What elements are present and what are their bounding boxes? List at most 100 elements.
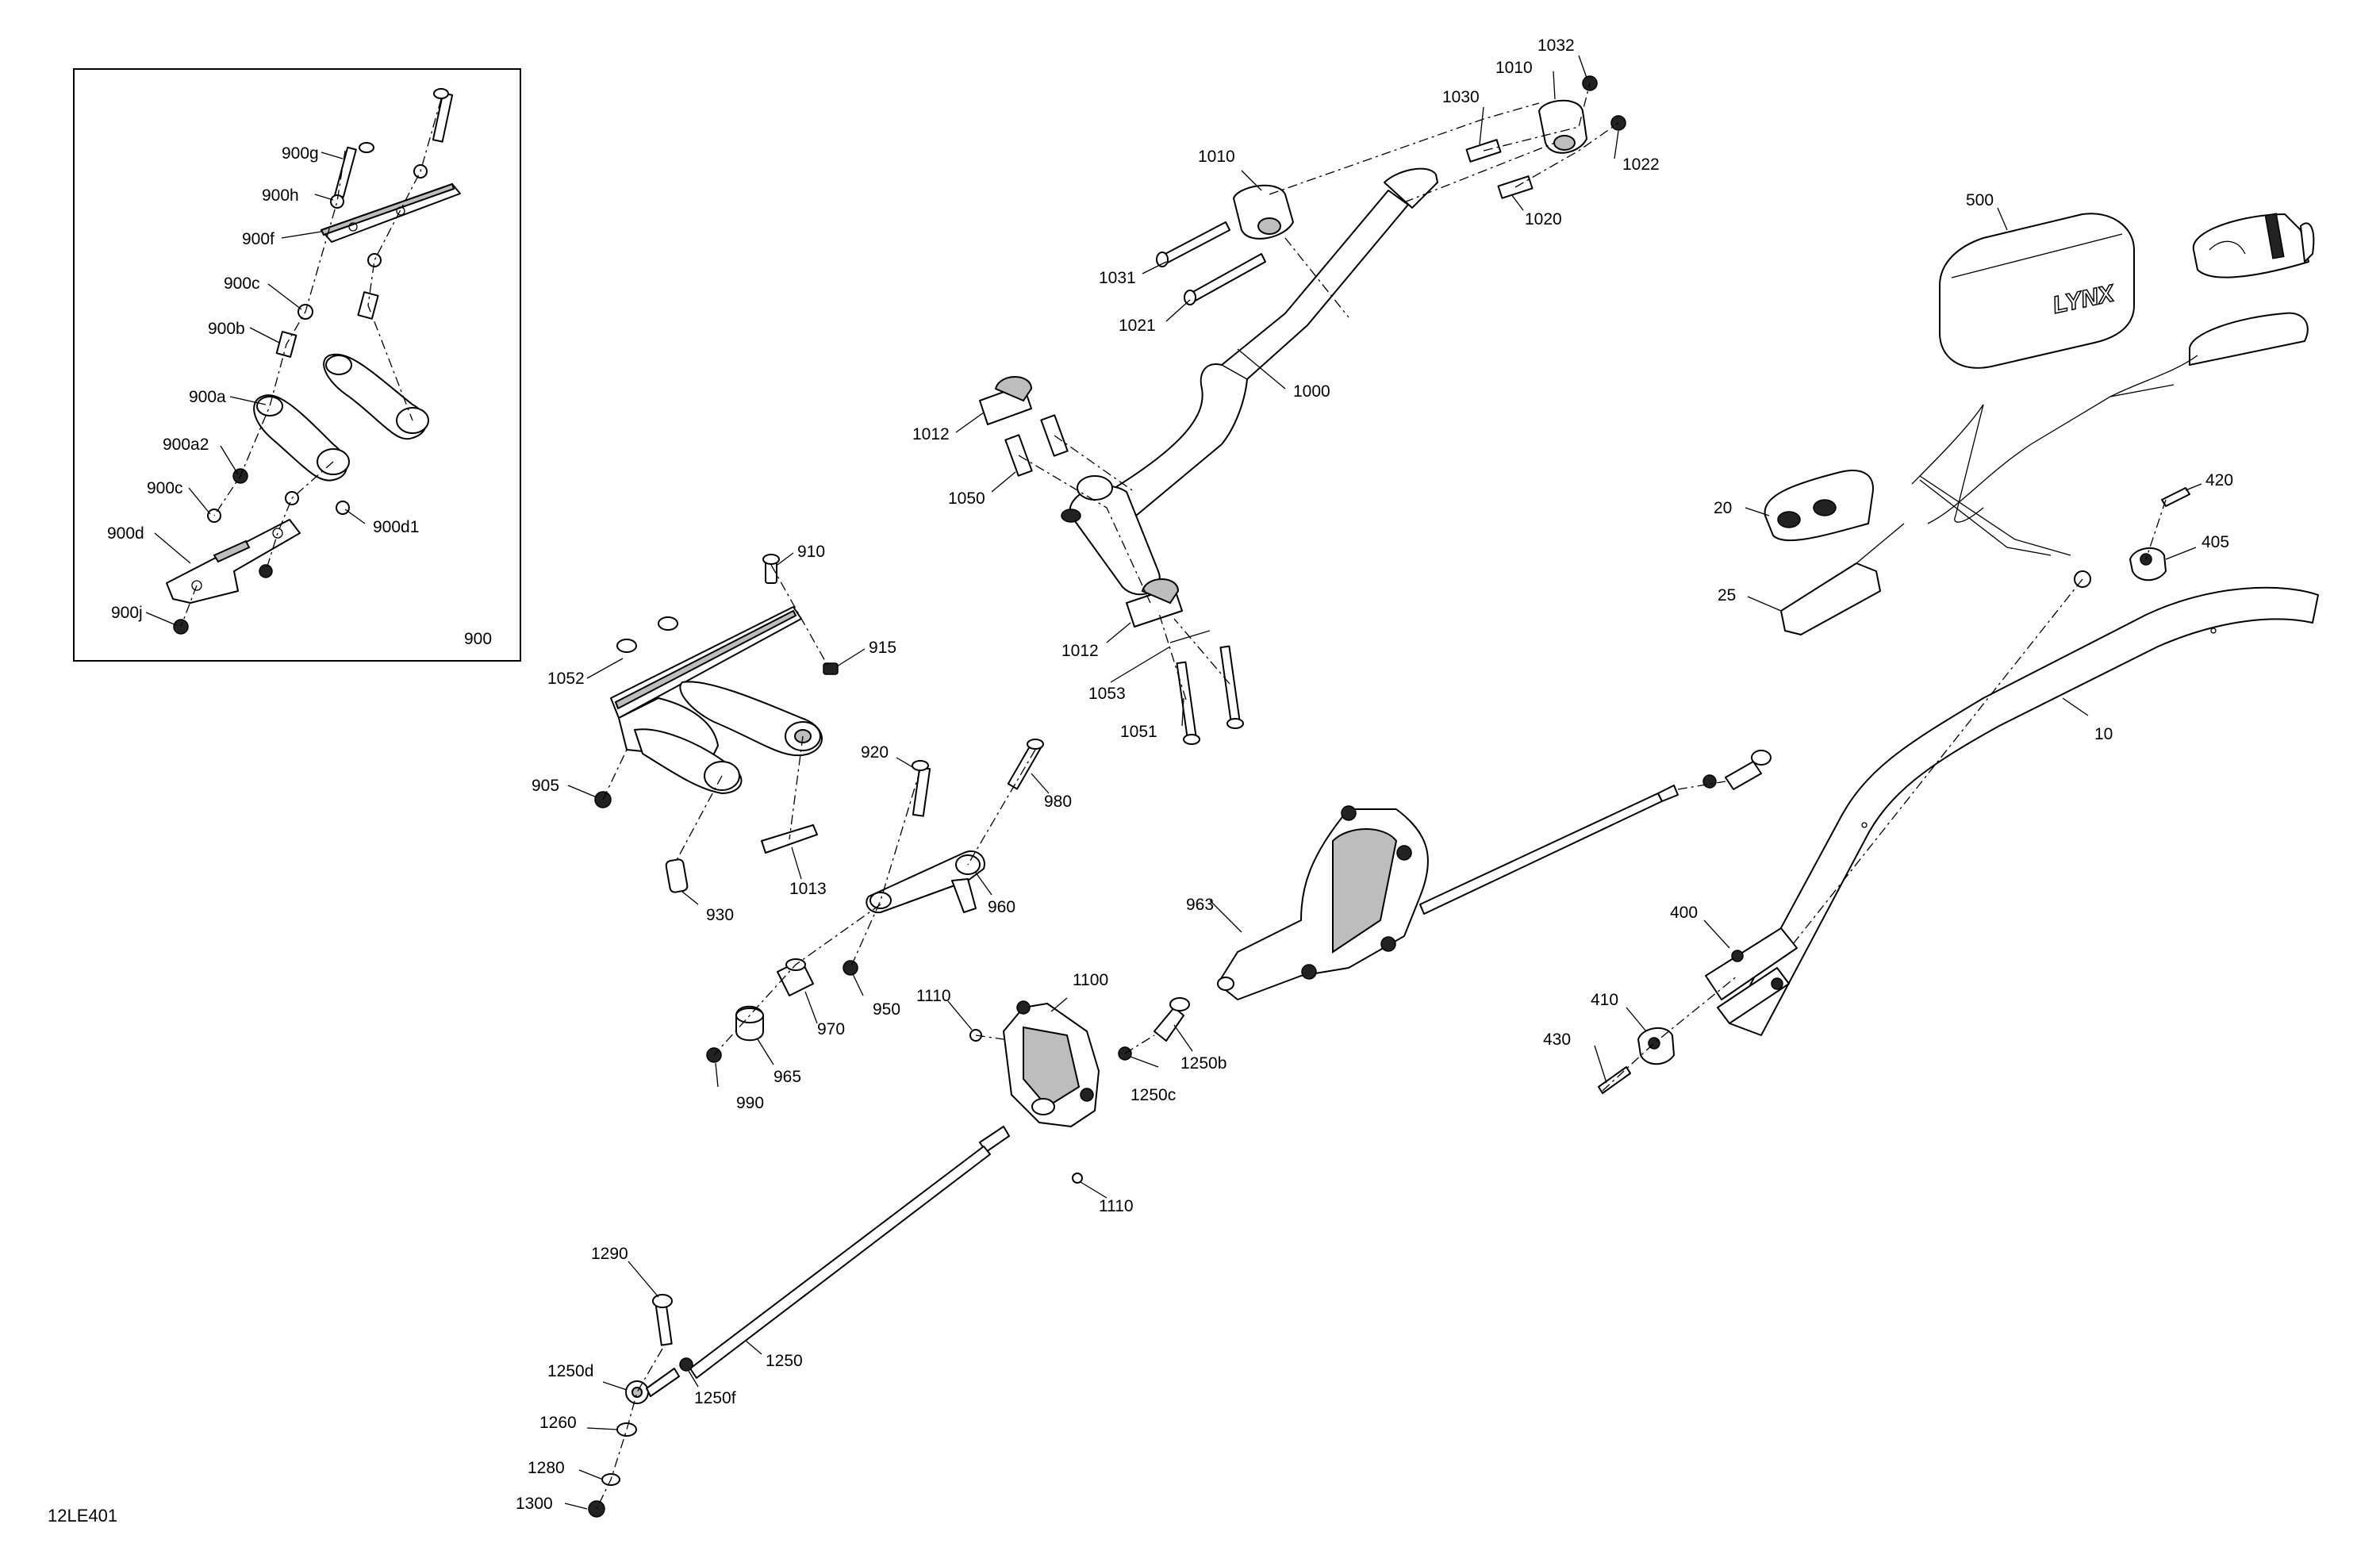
label-1100: 1100	[1073, 971, 1109, 989]
label-1110-top: 1110	[916, 987, 951, 1005]
label-1030: 1030	[1442, 88, 1480, 106]
label-1250d: 1250d	[547, 1362, 594, 1380]
label-900a: 900a	[189, 388, 226, 406]
label-1250c: 1250c	[1130, 1086, 1177, 1104]
label-1250: 1250	[766, 1352, 803, 1370]
label-420: 420	[2205, 471, 2234, 489]
spacer-1260	[616, 1422, 637, 1437]
label-970: 970	[817, 1020, 846, 1038]
screw-900d1	[336, 501, 350, 515]
label-1051: 1051	[1120, 723, 1157, 741]
grip-top	[2192, 213, 2309, 278]
label-930: 930	[706, 906, 735, 924]
link-960-drawing	[706, 739, 1050, 1088]
label-1250b: 1250b	[1180, 1054, 1227, 1073]
bolt-1051	[1176, 661, 1197, 739]
label-900h: 900h	[262, 186, 299, 205]
handlebar-10	[1729, 586, 2319, 1036]
label-905: 905	[532, 777, 560, 795]
tie-rod-right	[1419, 793, 1663, 915]
bolt-1031	[1161, 221, 1230, 264]
label-920: 920	[861, 743, 889, 762]
label-1010-left: 1010	[1198, 148, 1235, 166]
bolt-420	[2161, 487, 2190, 507]
rod-end-hardware-drawing	[564, 1261, 699, 1518]
spacer-930	[665, 858, 689, 893]
label-430: 430	[1543, 1031, 1572, 1049]
label-915: 915	[869, 639, 897, 657]
label-1012-top: 1012	[912, 425, 950, 443]
label-500: 500	[1966, 191, 1994, 209]
mount-400	[1705, 927, 1798, 1000]
washer-900h-left	[330, 194, 344, 209]
label-1250f: 1250f	[694, 1389, 736, 1407]
label-900: 900	[464, 630, 493, 648]
label-1032: 1032	[1537, 36, 1575, 55]
label-1020: 1020	[1525, 210, 1562, 228]
label-900c-bottom: 900c	[147, 479, 183, 497]
housing-963	[1217, 808, 1429, 1000]
steering-arm-assembly-drawing	[567, 552, 866, 905]
label-980: 980	[1044, 793, 1073, 811]
label-10: 10	[2094, 725, 2113, 743]
nut-915	[823, 662, 839, 675]
label-1010-right: 1010	[1495, 59, 1533, 77]
label-1290: 1290	[591, 1245, 628, 1263]
grips-drawing: LYNX	[1745, 207, 2315, 635]
bolt-1021	[1189, 253, 1266, 302]
heated-grip	[2189, 312, 2309, 366]
label-900d1: 900d1	[373, 518, 420, 536]
nut-950	[843, 960, 858, 976]
diagram-id: 12LE401	[48, 1506, 118, 1526]
label-1022: 1022	[1622, 155, 1660, 174]
column-1000	[1094, 190, 1409, 524]
label-1053: 1053	[1088, 685, 1126, 703]
label-1012-bottom: 1012	[1061, 642, 1099, 660]
label-1000: 1000	[1293, 382, 1330, 401]
label-1031: 1031	[1099, 269, 1136, 287]
link-960	[866, 850, 985, 914]
label-965: 965	[774, 1068, 802, 1086]
label-900g: 900g	[282, 144, 319, 163]
label-405: 405	[2202, 533, 2230, 551]
inset-frame-900	[73, 68, 521, 662]
label-20: 20	[1714, 499, 1733, 517]
bolt-900g	[432, 88, 454, 143]
screw-1110-bottom	[1072, 1173, 1083, 1184]
label-900a2: 900a2	[163, 436, 209, 454]
bolt-430	[1598, 1066, 1631, 1094]
label-1052: 1052	[547, 670, 585, 688]
handlebar-drawing	[1594, 483, 2319, 1094]
rod-1250	[689, 1146, 991, 1379]
label-900f: 900f	[242, 230, 274, 248]
label-950: 950	[873, 1000, 901, 1019]
label-990: 990	[736, 1094, 765, 1112]
inset-assembly-900-drawing	[145, 88, 461, 635]
label-400: 400	[1670, 904, 1699, 922]
label-1280: 1280	[528, 1459, 565, 1477]
rod-end-1250b	[1154, 1007, 1184, 1042]
housing-963-drawing	[1209, 750, 1772, 1000]
nut-1250f	[679, 1357, 693, 1372]
bolt-920	[912, 766, 931, 817]
tie-rod-end-right	[1725, 761, 1762, 790]
column-lower-housing	[1069, 485, 1161, 596]
label-25: 25	[1718, 586, 1737, 605]
label-1021: 1021	[1119, 317, 1156, 335]
label-960: 960	[988, 898, 1016, 916]
label-900b: 900b	[208, 320, 245, 338]
label-900j: 900j	[111, 604, 143, 622]
steering-column-drawing	[955, 55, 1626, 745]
label-1110-bottom: 1110	[1099, 1197, 1134, 1215]
label-1300: 1300	[516, 1495, 553, 1513]
label-900c-top: 900c	[224, 274, 260, 293]
label-910: 910	[797, 543, 826, 561]
label-900d: 900d	[107, 524, 144, 543]
label-1260: 1260	[539, 1414, 577, 1432]
housing-1100-drawing	[689, 997, 1193, 1379]
throttle-25	[1780, 562, 1881, 635]
label-410: 410	[1591, 991, 1619, 1009]
pad-500	[1939, 213, 2135, 369]
label-1050: 1050	[948, 489, 985, 508]
